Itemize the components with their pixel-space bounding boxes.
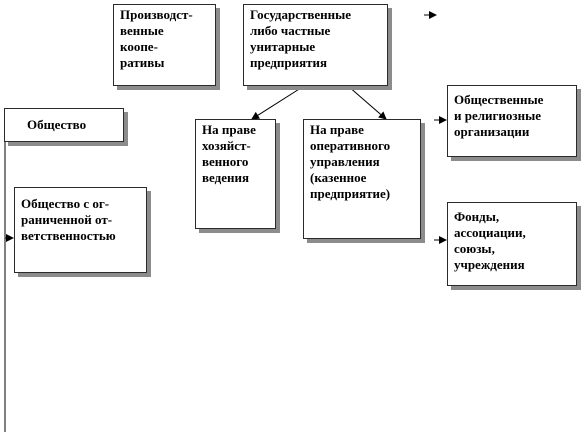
unitary-enterprises-box: Государственные либо частные унитарные п… [243,4,388,86]
production-coops-box: Производст- венные коопе- ративы [113,4,216,86]
arrow-to-economic-management [251,85,305,120]
operational-management-box: На праве оперативного управления (казенн… [303,119,421,239]
economic-management-box: На праве хозяйст- венного ведения [195,119,276,229]
public-religious-box: Общественные и религиозные организации [447,85,577,157]
arrow-to-operational-management [347,85,387,120]
llc-box: Общество с ог- раниченной от- ветственно… [14,187,147,273]
funds-box: Фонды, ассоциации, союзы, учреждения [447,202,577,286]
society-box: Общество [4,108,124,142]
